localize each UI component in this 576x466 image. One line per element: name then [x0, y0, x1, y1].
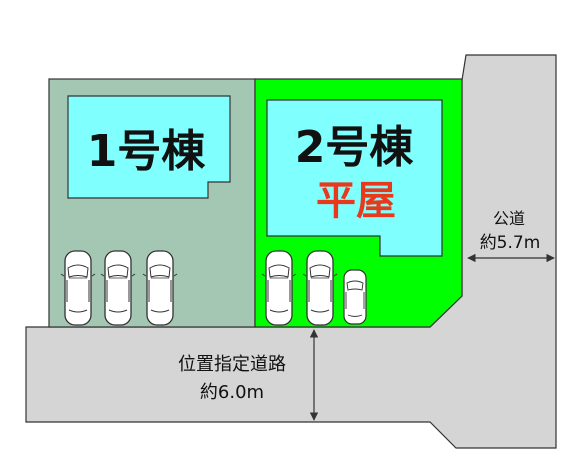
building-1: [67, 95, 231, 199]
lot-2-name: 2号棟: [295, 122, 415, 173]
car-icon: [302, 250, 338, 326]
building-2: [266, 99, 443, 257]
car-icon: [261, 250, 297, 326]
car-icon: [142, 250, 178, 326]
small-car-icon: [343, 269, 367, 325]
designated-road-label: 位置指定道路: [178, 354, 286, 375]
car-icon: [60, 250, 96, 326]
lot-1-name: 1号棟: [87, 126, 207, 177]
public-road-width: 約5.7m: [480, 233, 541, 253]
lot-2-subtitle: 平屋: [316, 178, 396, 224]
public-road-label: 公道: [493, 209, 525, 228]
designated-road-width: 約6.0m: [200, 382, 264, 403]
car-icon: [100, 250, 136, 326]
